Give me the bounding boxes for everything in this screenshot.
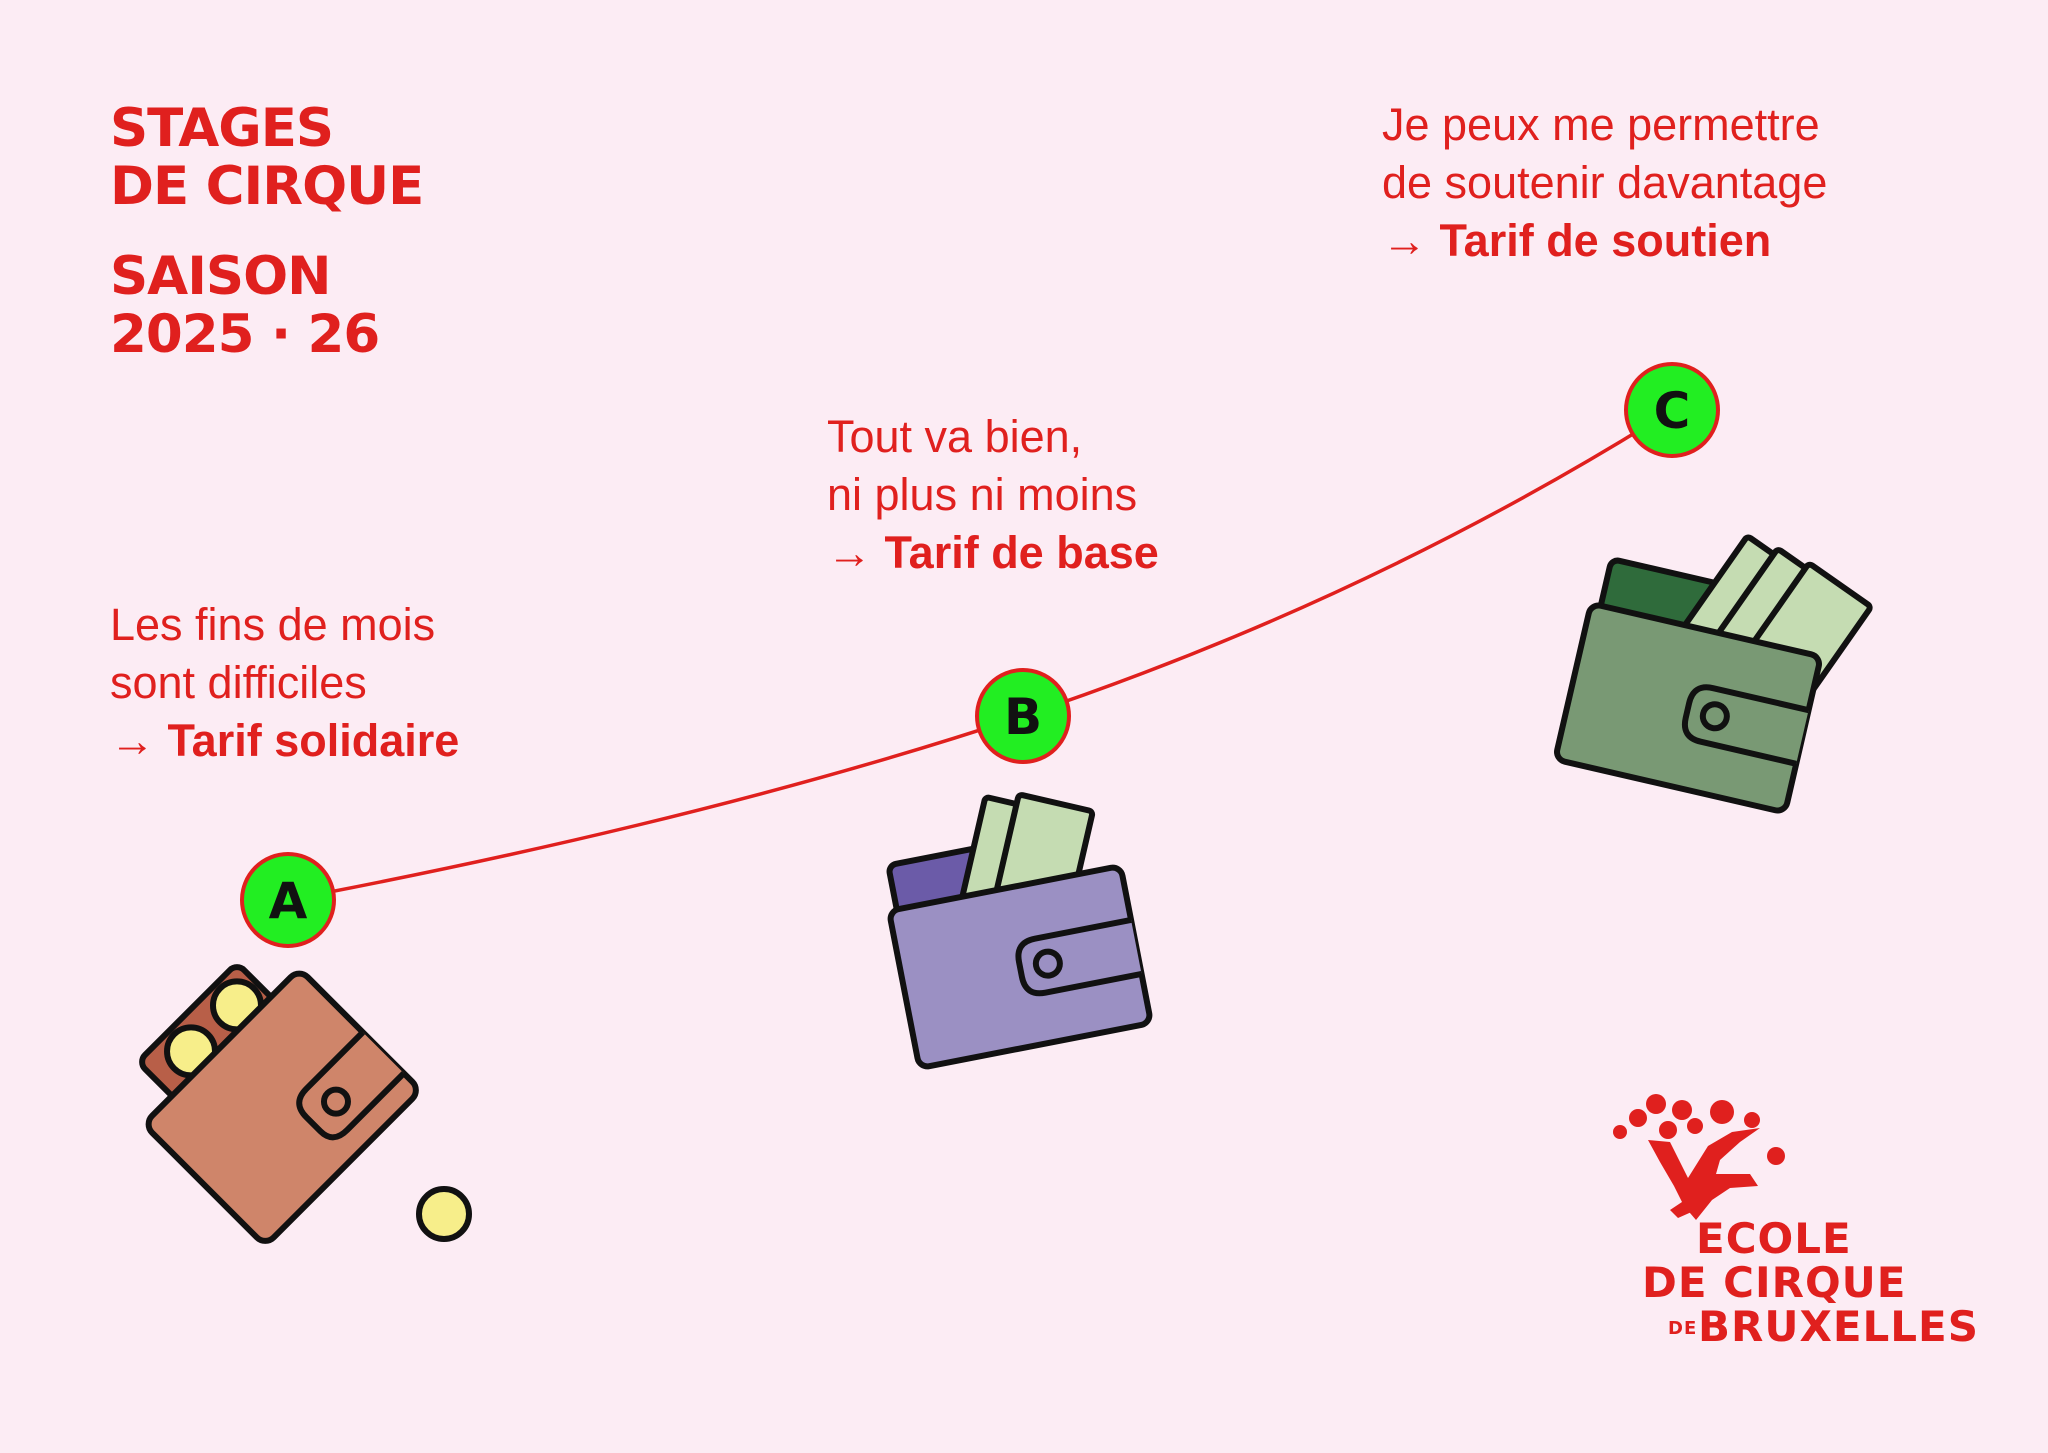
tier-c-line1: Je peux me permettre [1382,99,1820,150]
tier-a-price-label: Tarif solidaire [167,715,460,766]
tier-a-line1: Les fins de mois [110,599,436,650]
logo-line-ecole: ECOLE [1696,1214,1852,1263]
tier-c-marker-letter: C [1654,382,1691,440]
tier-c-arrow: → [1382,215,1427,266]
tier-b-marker-letter: B [1004,688,1042,746]
wallet-coins-icon [139,964,419,1244]
tier-b-arrow: → [827,527,872,578]
title-line-saison: SAISON [110,246,332,307]
wallet-banknotes-icon [886,792,1153,1070]
title-line-year: 2025 · 26 [110,304,380,365]
tier-c-price-label: Tarif de soutien [1439,215,1772,266]
tier-c-description: Je peux me permettre de soutenir davanta… [1382,96,1827,270]
tier-a-marker: A [240,852,336,948]
tier-c-marker: C [1624,362,1720,458]
falling-coin-icon [416,1186,472,1242]
tier-a-line2: sont difficiles [110,657,367,708]
logo-line-de-cirque: DE CIRQUE [1642,1258,1907,1307]
tier-b-price-label: Tarif de base [884,527,1159,578]
tier-c-line2: de soutenir davantage [1382,157,1828,208]
tier-b-marker: B [975,668,1071,764]
ecole-de-cirque-logo: ECOLE DE CIRQUE DE BRUXELLES [1600,1090,1978,1355]
wallet-banknotes-full-icon [1554,534,1873,814]
tier-a-arrow: → [110,715,155,766]
tier-b-description: Tout va bien, ni plus ni moins → Tarif d… [827,408,1159,582]
title-line-stages: STAGES [110,98,334,159]
title-block: STAGES DE CIRQUE SAISON 2025 · 26 [110,98,424,365]
tier-b-line2: ni plus ni moins [827,469,1138,520]
logo-small-de: DE [1668,1318,1698,1339]
tier-a-marker-letter: A [269,872,308,930]
tier-b-line1: Tout va bien, [827,411,1083,462]
logo-line-bruxelles: BRUXELLES [1698,1302,1979,1351]
tier-a-description: Les fins de mois sont difficiles → Tarif… [110,596,459,770]
circus-figure-logo-icon [1613,1094,1785,1220]
title-line-de-cirque: DE CIRQUE [110,156,424,217]
